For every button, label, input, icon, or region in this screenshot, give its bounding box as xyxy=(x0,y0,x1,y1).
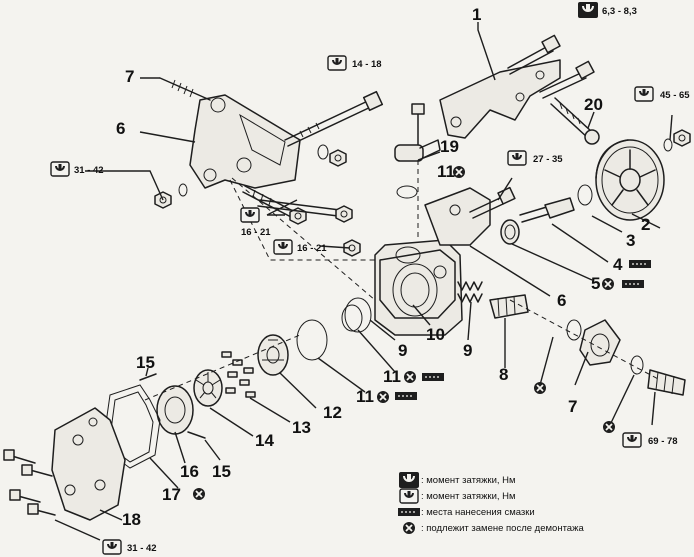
callout-10: 10 xyxy=(426,325,445,344)
leader-lines xyxy=(54,22,673,541)
replace-x-icon xyxy=(402,521,416,535)
torque-31-42-lower: 31 - 42 xyxy=(127,543,157,554)
torque-27-35: 27 - 35 xyxy=(533,154,563,165)
front-bracket-6 xyxy=(189,94,301,189)
torque-wrench-icon xyxy=(577,1,599,19)
pump-body-10 xyxy=(374,187,491,336)
bracket-bolts xyxy=(507,34,595,99)
callout-5: 5 xyxy=(591,274,600,293)
bracket-6-bolts xyxy=(242,144,353,225)
replace-x-icon xyxy=(601,277,615,291)
replace-x-icon xyxy=(403,370,417,384)
cam-ring-12 xyxy=(257,334,289,376)
legend: : момент затяжки, Нм : момент затяжки, Н… xyxy=(397,471,584,535)
torque-socket-icon xyxy=(622,432,642,448)
callout-numbers: 1 2 3 4 5 6 6 7 7 8 9 9 10 11 11 11 12 1… xyxy=(116,5,650,529)
drive-shaft-4 xyxy=(500,184,593,245)
callout-6-left: 6 xyxy=(116,119,125,138)
callout-11-low: 11 xyxy=(356,387,374,406)
torque-socket-icon xyxy=(240,207,260,223)
replace-x-icon xyxy=(533,381,547,395)
rotor-14 xyxy=(193,369,223,407)
vanes-13 xyxy=(221,351,256,398)
assembly-axis-lines xyxy=(144,160,661,401)
torque-socket-icon xyxy=(507,150,527,166)
torque-14-18: 14 - 18 xyxy=(352,59,382,70)
torque-45-65: 45 - 65 xyxy=(660,90,690,101)
callout-7-bottom: 7 xyxy=(568,397,577,416)
callout-13: 13 xyxy=(292,418,311,437)
legend-grease: : места нанесения смазки xyxy=(421,507,535,518)
callout-16: 16 xyxy=(180,462,199,481)
pulley-nut xyxy=(673,129,691,147)
mounting-bracket-1 xyxy=(439,59,561,139)
torque-socket-icon xyxy=(399,488,419,504)
callout-6-right: 6 xyxy=(557,291,566,310)
torque-socket-icon xyxy=(50,161,70,177)
callout-3: 3 xyxy=(626,231,635,250)
banjo-union-7 xyxy=(566,319,686,396)
callout-9-right: 9 xyxy=(463,341,472,360)
replace-x-icon xyxy=(452,165,466,179)
pulley-2 xyxy=(595,139,665,221)
o-rings-11 xyxy=(296,297,372,361)
control-valve-8 xyxy=(489,294,529,319)
callout-11-top: 11 xyxy=(437,162,455,181)
callout-14: 14 xyxy=(255,431,274,450)
callout-4: 4 xyxy=(613,255,623,274)
torque-69-78: 69 - 78 xyxy=(648,436,678,447)
grease-icon xyxy=(621,279,645,289)
torque-socket-icon xyxy=(327,55,347,71)
torque-labels: 6,3 - 8,3 14 - 18 45 - 65 31 - 42 27 - 3… xyxy=(50,1,690,555)
callout-1: 1 xyxy=(472,5,481,24)
long-bolt xyxy=(284,90,384,147)
callout-19: 19 xyxy=(440,137,459,156)
torque-16-21-left: 16 - 21 xyxy=(241,227,271,238)
adjust-bolt-7 xyxy=(159,77,211,101)
callout-2: 2 xyxy=(641,215,650,234)
grease-icon xyxy=(628,259,652,269)
legend-replace: : подлежит замене после демонтажа xyxy=(421,523,584,534)
callout-12: 12 xyxy=(323,403,342,422)
torque-31-42-upper: 31 - 42 xyxy=(74,165,104,176)
legend-torque-2: : момент затяжки, Нм xyxy=(421,491,516,502)
callout-11-mid: 11 xyxy=(383,367,401,386)
torque-6-3-8-3: 6,3 - 8,3 xyxy=(602,6,637,17)
grease-icon xyxy=(421,372,445,382)
replace-x-icon xyxy=(602,420,616,434)
legend-torque-1: : момент затяжки, Нм xyxy=(421,475,516,486)
callout-17: 17 xyxy=(162,485,181,504)
torque-socket-icon xyxy=(273,239,293,255)
adjusting-bolt-20 xyxy=(550,97,600,145)
callout-20: 20 xyxy=(584,95,603,114)
callout-18: 18 xyxy=(122,510,141,529)
rear-cover-18 xyxy=(51,407,126,521)
torque-socket-icon xyxy=(102,539,122,555)
callout-15-bottom: 15 xyxy=(212,462,231,481)
cover-bolts xyxy=(3,449,56,516)
grease-icon xyxy=(394,391,418,401)
replace-x-icon xyxy=(192,487,206,501)
grease-icon xyxy=(397,507,421,517)
pins-15 xyxy=(139,373,206,439)
callout-15-top: 15 xyxy=(136,353,155,372)
torque-socket-icon xyxy=(634,86,654,102)
replace-x-icon xyxy=(376,390,390,404)
callout-8: 8 xyxy=(499,365,508,384)
spring-9 xyxy=(457,281,483,303)
torque-16-21-right: 16 - 21 xyxy=(297,243,327,254)
callout-9-left: 9 xyxy=(398,341,407,360)
banjo-fitting-19 xyxy=(394,103,441,199)
torque-wrench-icon xyxy=(398,471,420,489)
callout-7-top: 7 xyxy=(125,67,134,86)
